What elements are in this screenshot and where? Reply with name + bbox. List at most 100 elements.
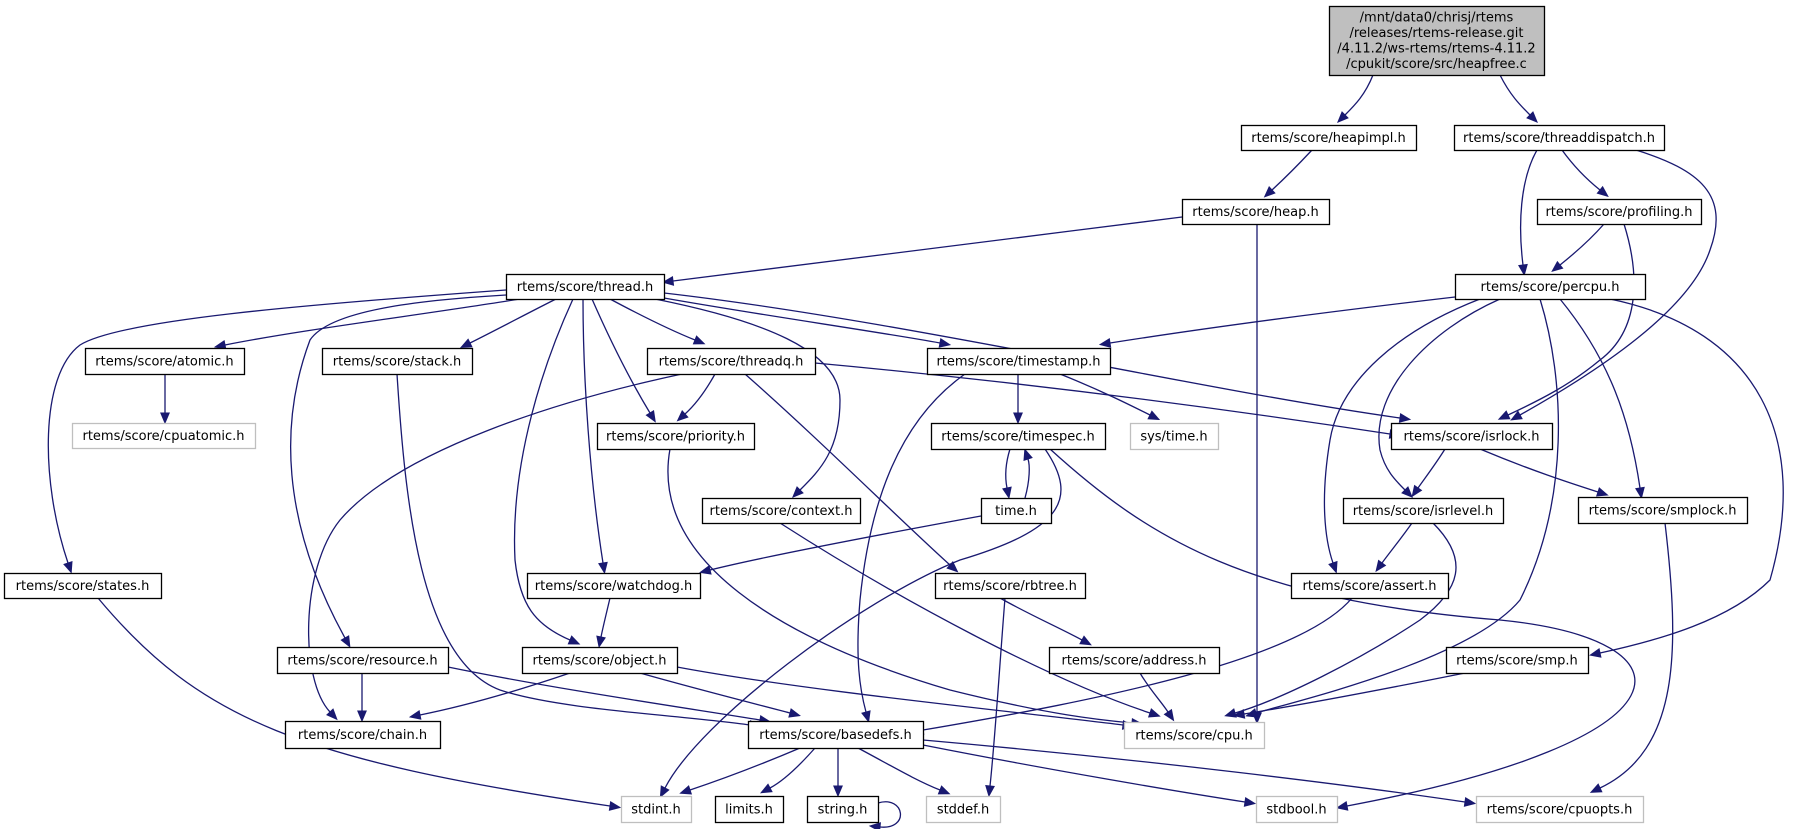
node-resource[interactable]: rtems/score/resource.h bbox=[276, 646, 450, 675]
arrowhead-icon bbox=[679, 785, 693, 795]
node-cpuatomic[interactable]: rtems/score/cpuatomic.h bbox=[71, 422, 257, 450]
edge-thread-to-stack bbox=[459, 298, 557, 349]
node-label: rtems/score/timestamp.h bbox=[936, 355, 1100, 370]
node-stdbool[interactable]: stdbool.h bbox=[1255, 795, 1339, 824]
edge-line bbox=[600, 597, 611, 638]
edge-watchdog-to-object bbox=[596, 597, 611, 649]
node-string[interactable]: string.h bbox=[806, 795, 880, 824]
node-label: stddef.h bbox=[937, 803, 989, 818]
node-atomic[interactable]: rtems/score/atomic.h bbox=[84, 347, 246, 376]
edge-line bbox=[676, 666, 1124, 726]
arrowhead-icon bbox=[408, 710, 422, 720]
edge-thread-to-context bbox=[654, 298, 841, 498]
edge-line bbox=[47, 289, 507, 564]
edge-smp-to-cpu bbox=[1232, 672, 1466, 719]
edge-heap-to-thread bbox=[661, 216, 1183, 286]
edge-line bbox=[779, 522, 1151, 714]
node-smp[interactable]: rtems/score/smp.h bbox=[1445, 646, 1590, 675]
edge-line bbox=[744, 373, 951, 566]
arrowhead-icon bbox=[788, 708, 801, 718]
node-stdint[interactable]: stdint.h bbox=[620, 795, 693, 824]
arrowhead-icon bbox=[1463, 797, 1477, 807]
edge-line bbox=[97, 597, 611, 807]
node-profiling[interactable]: rtems/score/profiling.h bbox=[1536, 198, 1703, 226]
arrowhead-icon bbox=[326, 708, 338, 721]
node-cpuopts[interactable]: rtems/score/cpuopts.h bbox=[1475, 795, 1645, 824]
node-box bbox=[521, 646, 679, 675]
node-priority[interactable]: rtems/score/priority.h bbox=[596, 422, 756, 451]
edge-line bbox=[664, 448, 1062, 789]
node-label: rtems/score/watchdog.h bbox=[535, 579, 692, 594]
node-systime[interactable]: sys/time.h bbox=[1129, 422, 1220, 451]
edge-smplock-to-cpuopts bbox=[1589, 522, 1674, 793]
arrowhead-icon bbox=[1596, 487, 1609, 497]
edge-line bbox=[609, 298, 696, 341]
node-timespec[interactable]: rtems/score/timespec.h bbox=[930, 422, 1107, 451]
node-label: rtems/score/heapimpl.h bbox=[1251, 131, 1406, 146]
node-label: /4.11.2/ws-rtems/rtems-4.11.2 bbox=[1337, 42, 1535, 57]
node-heap[interactable]: rtems/score/heap.h bbox=[1181, 198, 1331, 226]
arrowhead-icon bbox=[868, 822, 881, 829]
edge-line bbox=[396, 373, 751, 726]
node-time[interactable]: time.h bbox=[980, 497, 1053, 525]
node-threadq[interactable]: rtems/score/threadq.h bbox=[646, 347, 817, 376]
edge-line bbox=[989, 597, 1006, 787]
node-stddef[interactable]: stddef.h bbox=[925, 795, 1002, 824]
edge-timestamp-to-systime bbox=[1059, 373, 1161, 421]
edge-basedefs-to-stdbool bbox=[922, 744, 1257, 807]
node-percpu[interactable]: rtems/score/percpu.h bbox=[1454, 273, 1647, 301]
node-box bbox=[3, 572, 163, 600]
node-box bbox=[701, 497, 862, 525]
node-box bbox=[1181, 198, 1331, 226]
node-box bbox=[926, 347, 1112, 376]
edge-threaddispatch-to-percpu bbox=[1518, 149, 1538, 277]
arrowhead-icon bbox=[1398, 413, 1412, 423]
edge-threaddispatch-to-profiling bbox=[1561, 149, 1609, 198]
node-chain[interactable]: rtems/score/chain.h bbox=[284, 720, 442, 750]
node-label: rtems/score/cpu.h bbox=[1135, 729, 1253, 744]
node-thread[interactable]: rtems/score/thread.h bbox=[505, 273, 666, 301]
edge-rbtree-to-address bbox=[999, 597, 1092, 646]
arrowhead-icon bbox=[938, 338, 952, 348]
arrowhead-icon bbox=[1375, 559, 1387, 573]
node-label: rtems/score/timespec.h bbox=[941, 430, 1094, 445]
node-rbtree[interactable]: rtems/score/rbtree.h bbox=[934, 572, 1087, 600]
arrowhead-icon bbox=[985, 784, 995, 798]
node-label: rtems/score/profiling.h bbox=[1545, 205, 1692, 220]
node-box bbox=[1453, 124, 1666, 152]
node-basedefs[interactable]: rtems/score/basedefs.h bbox=[747, 720, 925, 750]
node-isrlevel[interactable]: rtems/score/isrlevel.h bbox=[1342, 497, 1505, 525]
node-cpu[interactable]: rtems/score/cpu.h bbox=[1123, 721, 1266, 750]
arrowhead-icon bbox=[699, 565, 712, 575]
node-heapimpl[interactable]: rtems/score/heapimpl.h bbox=[1240, 124, 1418, 152]
node-limits[interactable]: limits.h bbox=[714, 795, 785, 824]
edge-line bbox=[667, 448, 1133, 724]
node-box bbox=[596, 422, 756, 451]
node-root[interactable]: /mnt/data0/chrisj/rtems/releases/rtems-r… bbox=[1328, 5, 1546, 77]
edge-line bbox=[1024, 458, 1030, 499]
node-address[interactable]: rtems/score/address.h bbox=[1048, 646, 1221, 675]
node-context[interactable]: rtems/score/context.h bbox=[701, 497, 862, 525]
node-timestamp[interactable]: rtems/score/timestamp.h bbox=[926, 347, 1112, 376]
arrowhead-icon bbox=[1337, 111, 1349, 123]
edge-line bbox=[1005, 448, 1011, 489]
edge-context-to-cpu bbox=[779, 522, 1161, 718]
node-box bbox=[620, 795, 693, 824]
edge-isrlevel-to-assert bbox=[1375, 522, 1413, 573]
node-smplock[interactable]: rtems/score/smplock.h bbox=[1577, 496, 1749, 525]
node-object[interactable]: rtems/score/object.h bbox=[521, 646, 679, 675]
edge-atomic-to-cpuatomic bbox=[160, 374, 170, 425]
edge-percpu-to-smplock bbox=[1559, 298, 1645, 500]
arrowhead-icon bbox=[1023, 448, 1033, 462]
node-stack[interactable]: rtems/score/stack.h bbox=[321, 347, 474, 376]
node-label: string.h bbox=[818, 803, 868, 818]
node-isrlock[interactable]: rtems/score/isrlock.h bbox=[1390, 422, 1554, 451]
edge-line bbox=[1378, 298, 1501, 491]
node-threaddispatch[interactable]: rtems/score/threaddispatch.h bbox=[1453, 124, 1666, 152]
node-watchdog[interactable]: rtems/score/watchdog.h bbox=[526, 572, 702, 600]
edges-layer bbox=[47, 74, 1784, 829]
node-label: rtems/score/resource.h bbox=[287, 654, 437, 669]
edge-profiling-to-percpu bbox=[1551, 223, 1605, 273]
node-assert[interactable]: rtems/score/assert.h bbox=[1290, 572, 1450, 600]
node-states[interactable]: rtems/score/states.h bbox=[3, 572, 163, 600]
